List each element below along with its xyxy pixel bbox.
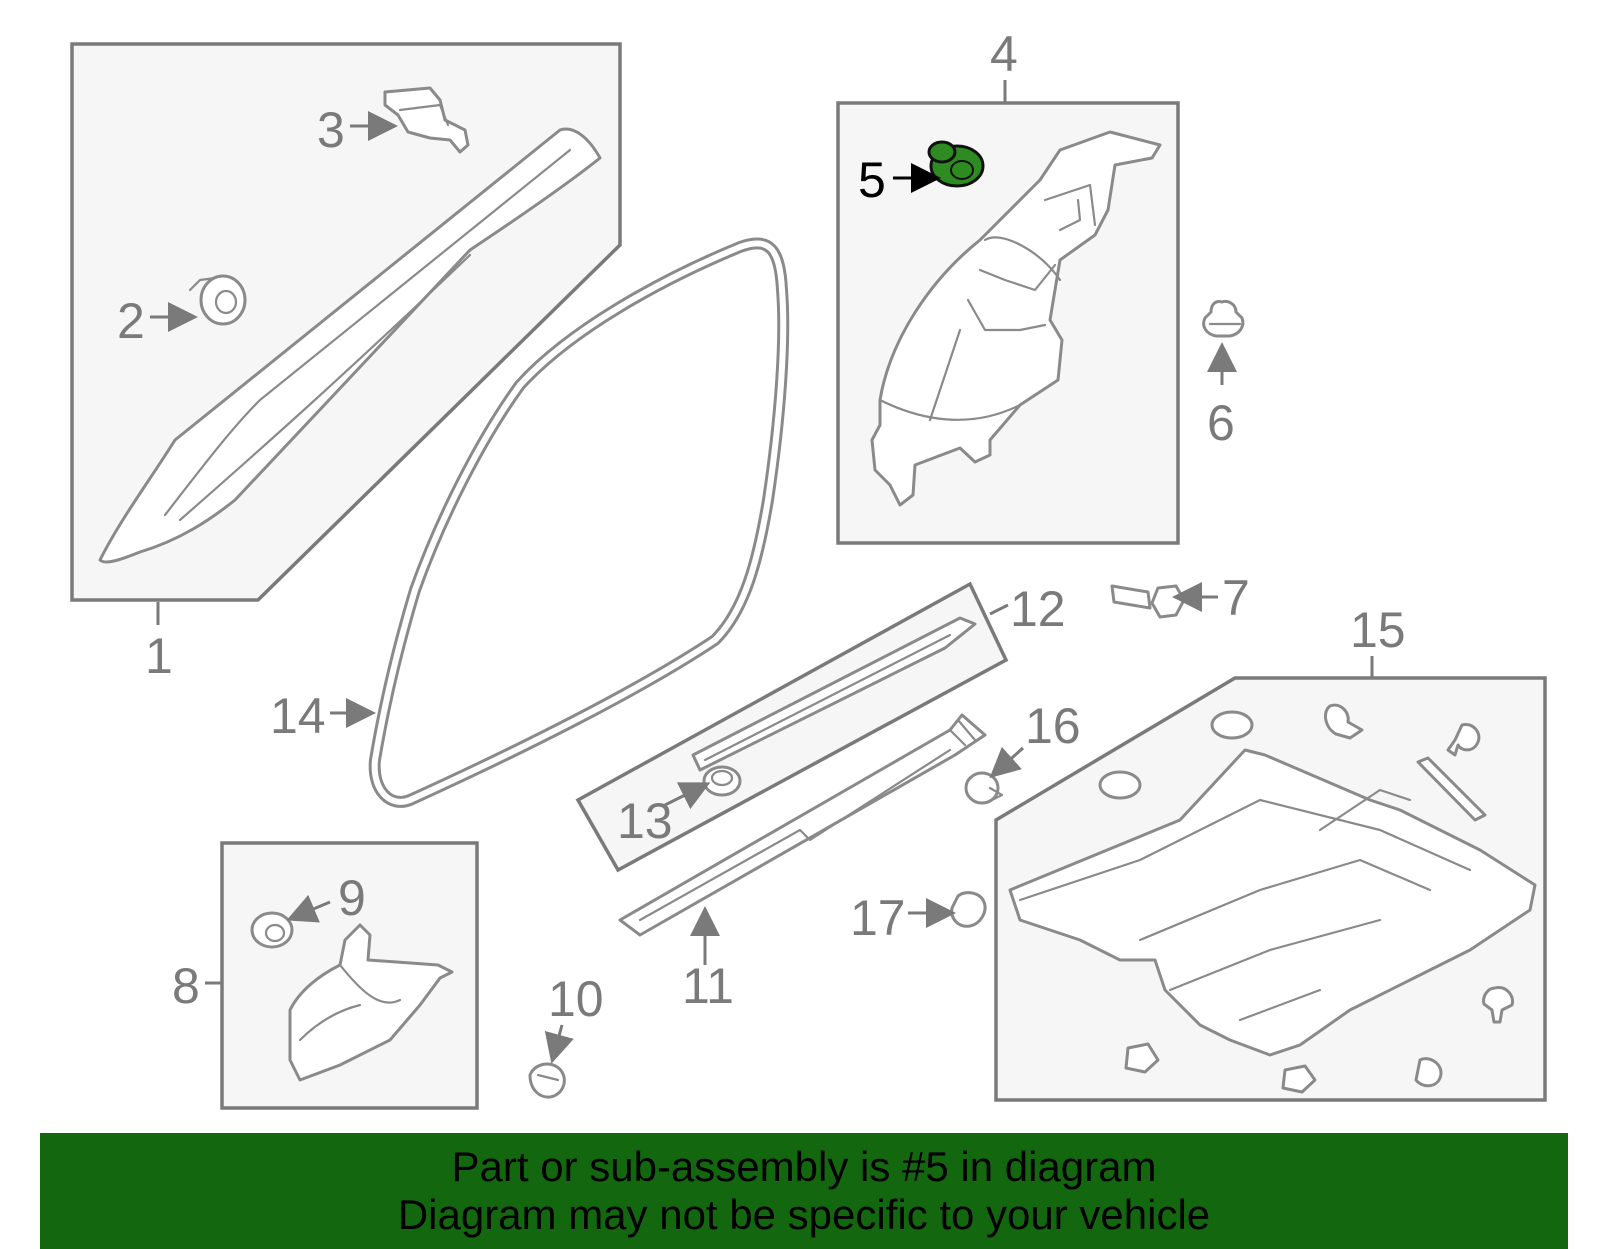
- banner-line-2: Diagram may not be specific to your vehi…: [397, 1191, 1211, 1238]
- pillar-trim-part[interactable]: [98, 127, 602, 564]
- callout-14: 14: [270, 688, 326, 744]
- leader-arrow-10: [544, 1024, 574, 1064]
- callout-5: 5: [858, 152, 886, 208]
- trim-panel-part-4[interactable]: [870, 130, 1162, 507]
- callout-15: 15: [1350, 602, 1406, 658]
- banner-line-1: Part or sub-assembly is #5 in diagram: [451, 1143, 1157, 1190]
- callout-6: 6: [1207, 395, 1235, 451]
- clip-part-10[interactable]: [528, 1062, 566, 1099]
- scuff-plate-part-12[interactable]: [691, 616, 977, 772]
- weatherstrip-part-14[interactable]: [368, 237, 790, 808]
- leader-line-12: [989, 603, 1009, 616]
- clip-part-13[interactable]: [702, 765, 742, 797]
- callout-9: 9: [338, 870, 366, 926]
- leader-arrow-9: [286, 894, 331, 923]
- callout-13: 13: [617, 793, 673, 849]
- clip-part-9[interactable]: [250, 911, 294, 949]
- clip-part-5-highlighted[interactable]: [927, 140, 985, 188]
- callout-1: 1: [145, 628, 173, 684]
- bracket-part-3[interactable]: [383, 86, 470, 154]
- callout-16: 16: [1025, 698, 1081, 754]
- sill-trim-part-11[interactable]: [618, 713, 987, 937]
- callout-4: 4: [990, 26, 1018, 82]
- clip-part-2[interactable]: [188, 274, 247, 326]
- callout-10: 10: [548, 971, 604, 1027]
- kick-panel-part-8[interactable]: [288, 923, 454, 1082]
- callout-12: 12: [1010, 581, 1066, 637]
- callout-7: 7: [1222, 570, 1250, 626]
- callout-11: 11: [682, 958, 734, 1014]
- under-cover-part-15[interactable]: [1008, 748, 1537, 1057]
- callout-8: 8: [172, 958, 200, 1014]
- callout-2: 2: [117, 293, 145, 349]
- callout-3: 3: [317, 102, 345, 158]
- callout-17: 17: [850, 890, 906, 946]
- clip-part-17[interactable]: [950, 891, 987, 928]
- info-banner: Part or sub-assembly is #5 in diagram Di…: [40, 1133, 1568, 1249]
- clip-part-6[interactable]: [1202, 300, 1245, 338]
- leader-arrow-16: [989, 746, 1025, 779]
- clip-set-part-15[interactable]: [1098, 703, 1515, 1094]
- clip-part-16[interactable]: [964, 771, 1004, 805]
- bolt-part-7[interactable]: [1110, 584, 1186, 619]
- leader-arrow-13: [664, 782, 711, 810]
